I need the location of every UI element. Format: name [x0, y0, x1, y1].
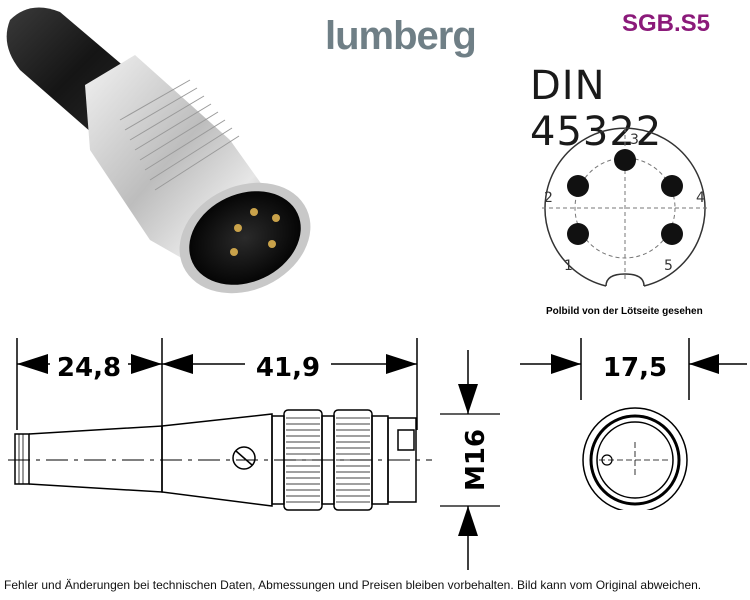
dimension-m16: M16: [440, 350, 500, 570]
dimension-17-5: 17,5: [520, 353, 747, 383]
front-view-circles: [582, 407, 688, 510]
front-view-drawing: 17,5: [520, 338, 747, 510]
pin-diagram-key: [605, 273, 645, 287]
pin-2: [567, 175, 589, 197]
connector-face: [179, 182, 311, 294]
pin-label-2: 2: [544, 190, 553, 206]
dimension-label-41-9: 41,9: [256, 353, 320, 383]
product-photo: [6, 7, 311, 294]
pin-4: [661, 175, 683, 197]
pin-3: [614, 149, 636, 171]
model-number: SGB.S5: [622, 10, 711, 37]
dimension-label-m16: M16: [461, 429, 491, 491]
pin-label-1: 1: [564, 258, 573, 274]
footer-disclaimer: Fehler und Änderungen bei technischen Da…: [4, 578, 702, 592]
brand-logo: lumberg: [325, 14, 477, 58]
pin-label-3: 3: [630, 132, 639, 148]
dimension-24-8: 24,8: [17, 350, 162, 383]
pin-5: [661, 223, 683, 245]
side-view-drawing: 24,8 41,9: [8, 338, 500, 570]
dimension-41-9: 41,9: [162, 350, 417, 383]
pin-label-5: 5: [664, 258, 673, 274]
pin-diagram: 3 2 4 1 5: [542, 127, 708, 287]
standard-title: DIN 45322: [530, 63, 663, 155]
pin-diagram-caption: Polbild von der Lötseite gesehen: [546, 306, 703, 317]
pin-1: [567, 223, 589, 245]
pin-label-4: 4: [696, 190, 705, 206]
dimension-label-24-8: 24,8: [57, 353, 121, 383]
dimension-label-17-5: 17,5: [603, 353, 667, 383]
